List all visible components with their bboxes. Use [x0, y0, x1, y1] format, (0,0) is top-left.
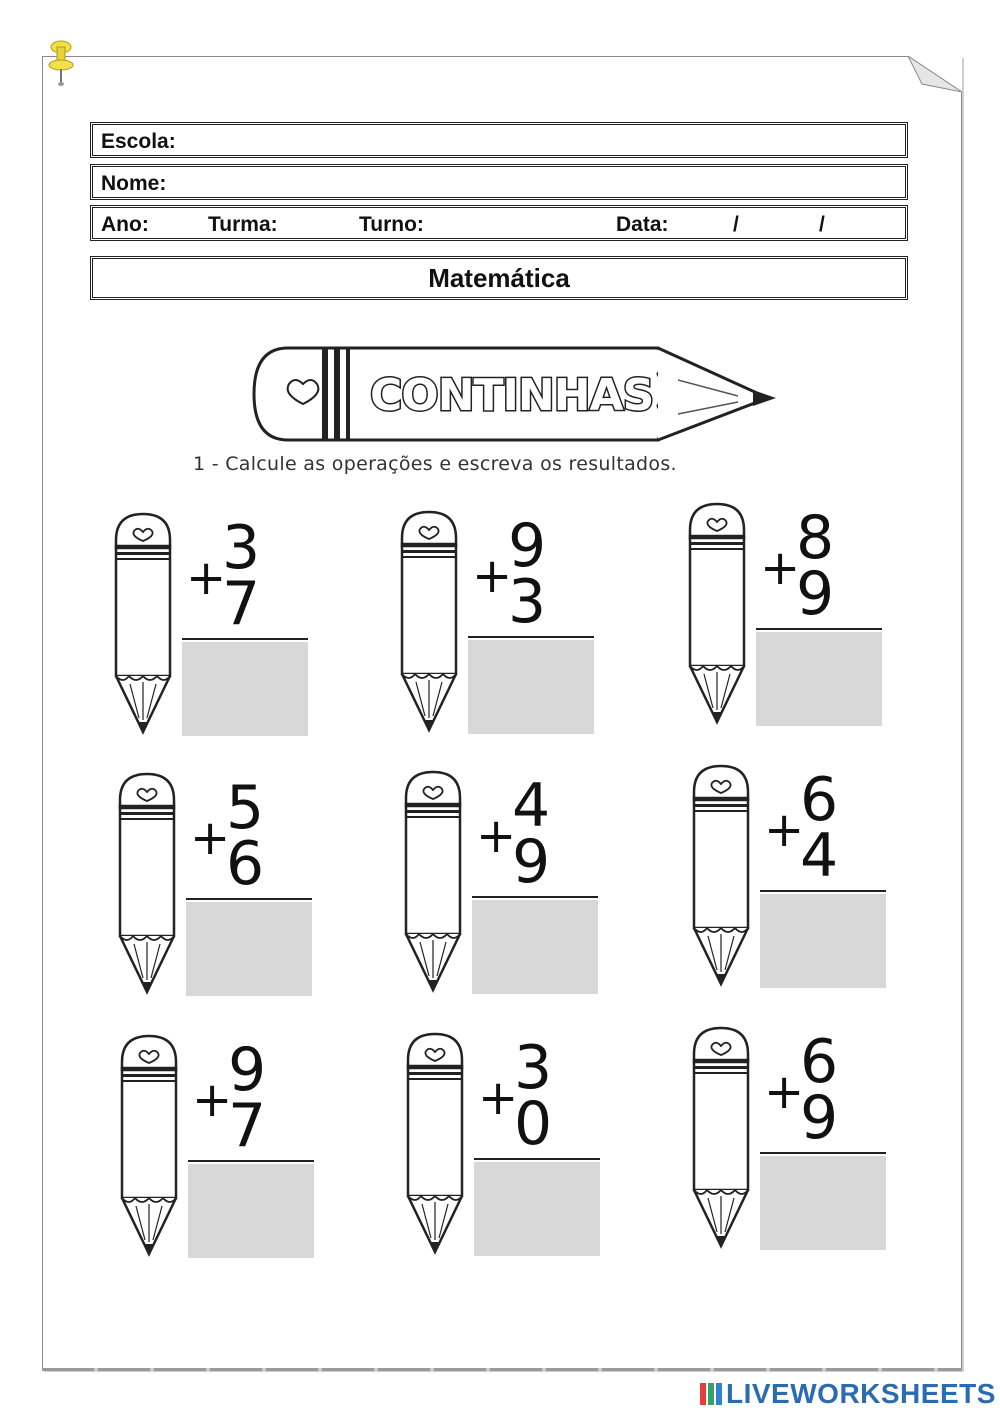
brand-name: LIVEWORKSHEETS [726, 1378, 996, 1409]
banner-title: CONTINHAS [370, 370, 653, 421]
second-addend: 3 [508, 567, 547, 637]
first-addend: 8 [796, 503, 835, 573]
pencil-icon [394, 508, 464, 738]
answer-input[interactable] [188, 1164, 314, 1258]
answer-input[interactable] [756, 632, 882, 726]
sum-line [756, 628, 882, 630]
date-separator: / [733, 213, 739, 236]
pencil-icon [398, 768, 468, 998]
answer-input[interactable] [472, 900, 598, 994]
answer-input[interactable] [474, 1162, 600, 1256]
second-addend: 0 [514, 1089, 553, 1159]
sum-line [186, 898, 312, 900]
answer-input[interactable] [760, 1156, 886, 1250]
date-separator: / [819, 213, 825, 236]
sum-line [182, 638, 308, 640]
plus-sign: + [190, 810, 231, 866]
first-addend: 4 [512, 771, 551, 841]
answer-input[interactable] [760, 894, 886, 988]
first-addend: 9 [228, 1035, 267, 1105]
date-label: Data: [616, 213, 669, 236]
first-addend: 5 [226, 773, 265, 843]
answer-input[interactable] [186, 902, 312, 996]
first-addend: 3 [514, 1033, 553, 1103]
plus-sign: + [478, 1070, 519, 1126]
first-addend: 9 [508, 511, 547, 581]
sum-line [474, 1158, 600, 1160]
sum-line [760, 890, 886, 892]
pencil-icon [112, 770, 182, 1000]
second-addend: 9 [796, 559, 835, 629]
first-addend: 6 [800, 1027, 839, 1097]
pencil-icon [400, 1030, 470, 1260]
answer-input[interactable] [182, 642, 308, 736]
liveworksheets-logo-icon [700, 1383, 722, 1405]
first-addend: 6 [800, 765, 839, 835]
pencil-icon [114, 1032, 184, 1262]
shift-label: Turno: [359, 213, 424, 236]
plus-sign: + [764, 802, 805, 858]
subject-title: Matemática [90, 256, 908, 300]
sum-line [472, 896, 598, 898]
class-label: Turma: [208, 213, 278, 236]
second-addend: 6 [226, 829, 265, 899]
school-label: Escola: [101, 130, 176, 153]
name-row: Nome: [90, 164, 908, 200]
sum-line [760, 1152, 886, 1154]
second-addend: 9 [800, 1083, 839, 1153]
pencil-icon [108, 510, 178, 740]
page-curl-icon [908, 56, 962, 92]
page-bottom-edge [42, 1368, 962, 1371]
sum-line [468, 636, 594, 638]
pencil-icon [682, 500, 752, 730]
second-addend: 4 [800, 821, 839, 891]
second-addend: 7 [222, 569, 261, 639]
plus-sign: + [760, 540, 801, 596]
plus-sign: + [472, 548, 513, 604]
first-addend: 3 [222, 513, 261, 583]
school-row: Escola: [90, 122, 908, 158]
year-label: Ano: [101, 213, 149, 236]
second-addend: 7 [228, 1091, 267, 1161]
pushpin-icon [48, 40, 74, 86]
second-addend: 9 [512, 827, 551, 897]
sum-line [188, 1160, 314, 1162]
liveworksheets-brand[interactable]: LIVEWORKSHEETS [700, 1378, 996, 1410]
pencil-icon [686, 762, 756, 992]
plus-sign: + [186, 550, 227, 606]
name-label: Nome: [101, 172, 167, 195]
title-pencil-banner: CONTINHAS [252, 346, 776, 442]
class-info-row: Ano: Turma: Turno: Data: / / [90, 205, 908, 241]
plus-sign: + [192, 1072, 233, 1128]
pencil-icon [686, 1024, 756, 1254]
plus-sign: + [476, 808, 517, 864]
answer-input[interactable] [468, 640, 594, 734]
exercise-instruction: 1 - Calcule as operações e escreva os re… [193, 453, 677, 475]
plus-sign: + [764, 1064, 805, 1120]
